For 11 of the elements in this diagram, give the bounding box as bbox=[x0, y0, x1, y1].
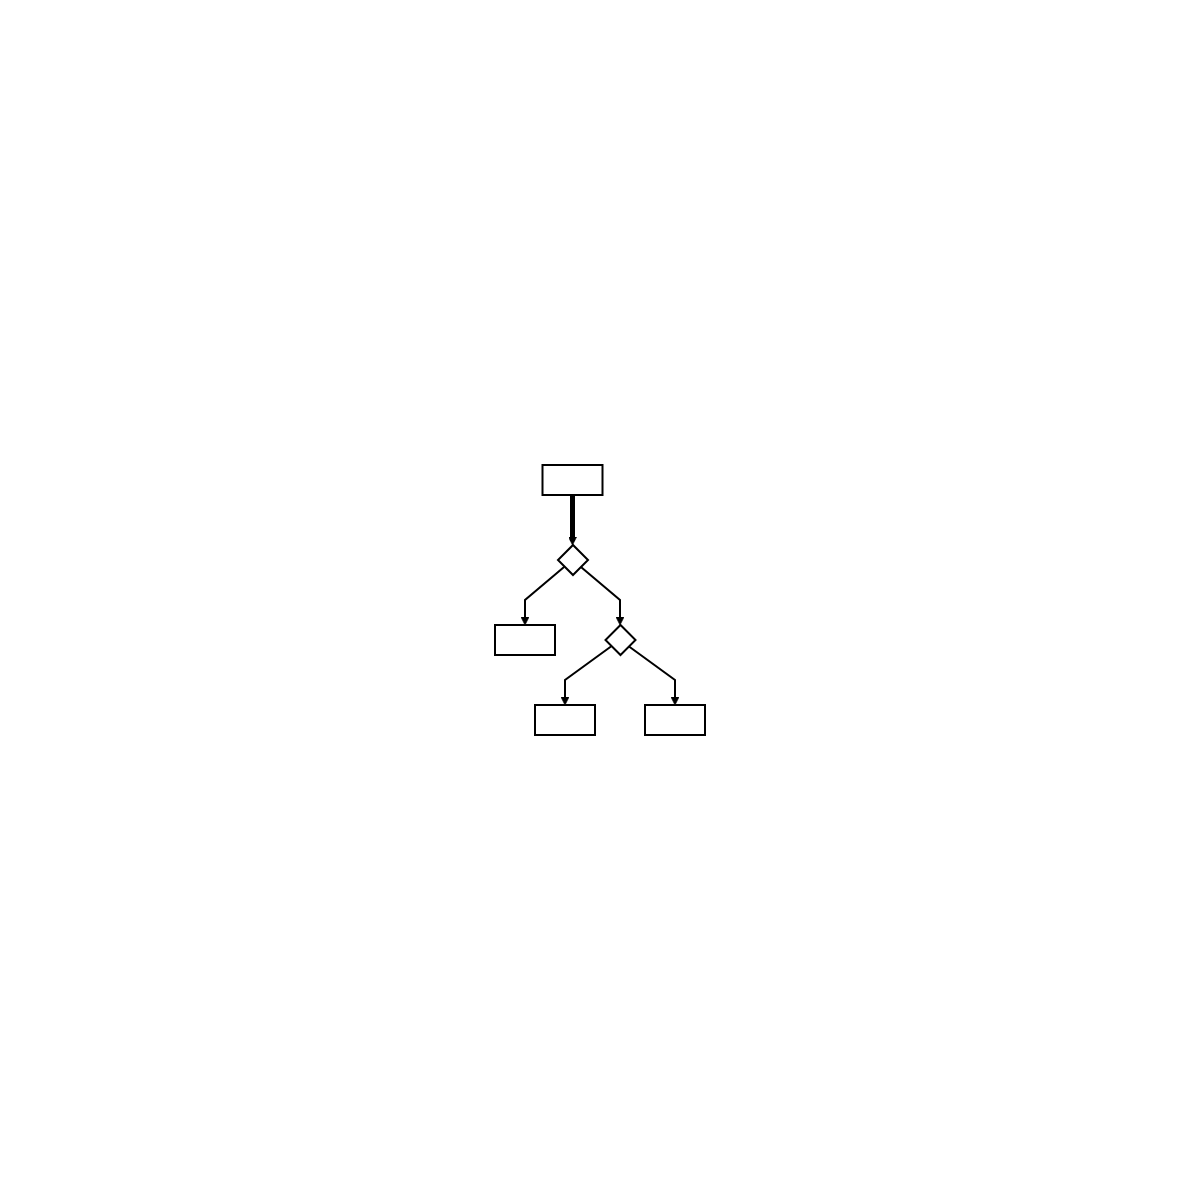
node-box bbox=[494, 624, 556, 656]
arrow bbox=[579, 565, 625, 626]
arrow bbox=[520, 565, 566, 626]
node-diamond bbox=[556, 543, 590, 577]
node-diamond bbox=[604, 623, 637, 657]
arrow bbox=[560, 645, 613, 706]
arrow bbox=[627, 645, 680, 706]
arrow bbox=[568, 495, 577, 546]
node-box bbox=[644, 704, 706, 736]
node-box bbox=[534, 704, 596, 736]
node-box bbox=[541, 464, 604, 496]
